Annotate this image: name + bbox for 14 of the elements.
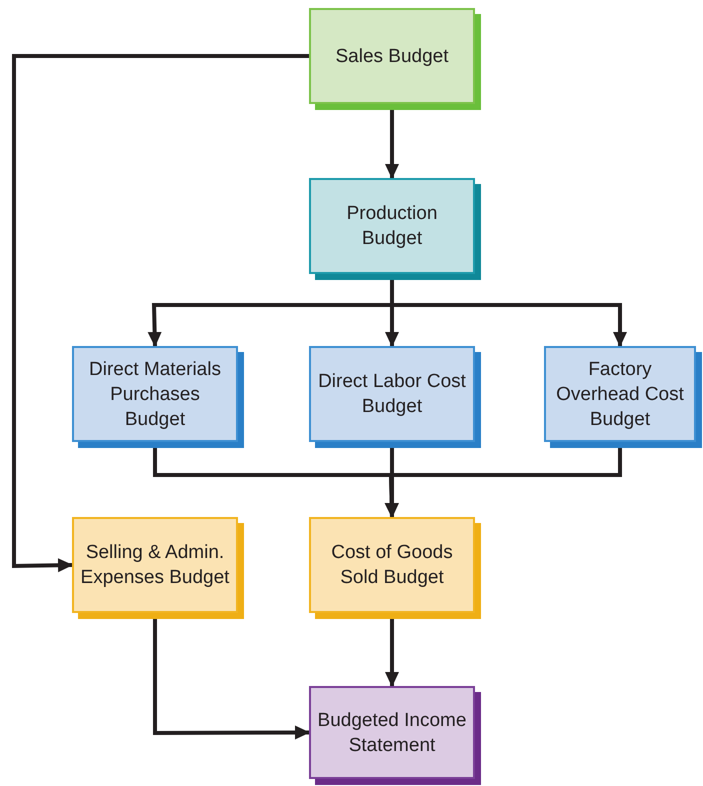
box-label: Selling & Admin. Expenses Budget <box>80 541 230 590</box>
box-label: Factory Overhead Cost Budget <box>555 358 685 432</box>
arrow <box>12 54 309 572</box>
box-label: Direct Labor Cost Budget <box>317 370 467 419</box>
box-label: Budgeted Income Statement <box>316 708 468 758</box>
arrow <box>390 280 627 347</box>
box-label: Cost of Goods Sold Budget <box>330 541 454 590</box>
arrow <box>385 619 399 687</box>
arrow <box>385 110 399 179</box>
arrow <box>153 619 310 740</box>
box-label: Production Budget <box>346 202 438 251</box>
box-label: Sales Budget <box>334 44 450 68</box>
box-label: Direct Materials Purchases Budget <box>88 358 222 432</box>
arrow <box>384 448 622 518</box>
